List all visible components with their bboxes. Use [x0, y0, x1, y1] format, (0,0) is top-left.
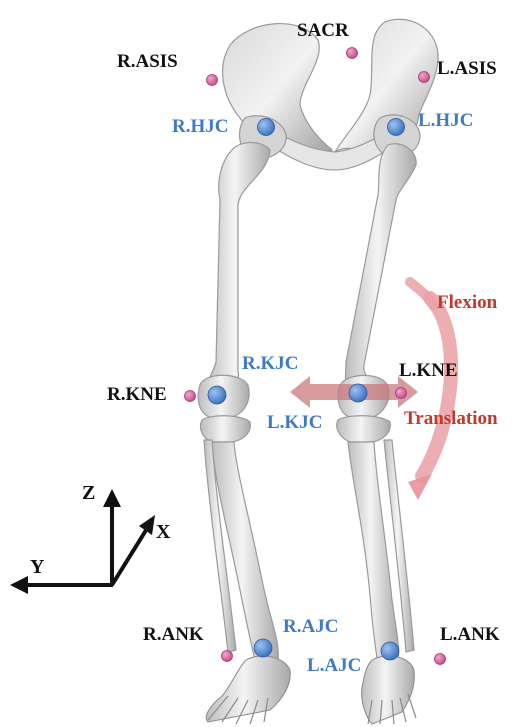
l-kne-label: L.KNE — [399, 361, 458, 380]
r-ank-label: R.ANK — [143, 625, 204, 644]
r-ajc-sphere — [254, 639, 272, 657]
right-tibia-plateau — [200, 416, 250, 442]
z-axis-arrowhead — [103, 489, 121, 507]
l-kjc-label: L.KJC — [267, 413, 322, 432]
l-ajc-sphere — [381, 642, 399, 660]
r-kjc-label: R.KJC — [242, 354, 298, 373]
r-ank-marker — [222, 651, 233, 662]
x-axis-line — [112, 527, 148, 585]
r-asis-label: R.ASIS — [117, 52, 178, 71]
y-axis-label: Y — [30, 557, 44, 577]
l-kne-marker — [396, 388, 407, 399]
l-kjc-sphere — [349, 384, 367, 402]
coordinate-axes — [10, 489, 155, 594]
r-kne-marker — [185, 391, 196, 402]
l-ank-label: L.ANK — [440, 625, 500, 644]
r-hjc-sphere — [258, 119, 275, 136]
r-kjc-sphere — [208, 386, 226, 404]
z-axis-label: Z — [82, 483, 95, 503]
l-ank-marker — [435, 654, 446, 665]
sacr-label: SACR — [297, 21, 349, 40]
r-ajc-label: R.AJC — [283, 617, 338, 636]
l-asis-label: L.ASIS — [437, 59, 497, 78]
left-tibia-plateau — [337, 416, 391, 442]
r-asis-marker — [207, 75, 218, 86]
l-hjc-label: L.HJC — [418, 111, 473, 130]
l-ajc-label: L.AJC — [307, 656, 361, 675]
sacr-marker — [347, 48, 358, 59]
right-foot — [206, 656, 290, 722]
r-kne-label: R.KNE — [107, 385, 167, 404]
y-axis-arrowhead — [10, 576, 28, 594]
l-asis-marker — [419, 72, 430, 83]
r-hjc-label: R.HJC — [172, 117, 228, 136]
femurs — [206, 143, 416, 393]
translation-label: Translation — [404, 409, 498, 428]
left-femur — [346, 144, 417, 392]
flexion-label: Flexion — [437, 293, 497, 312]
l-hjc-sphere — [388, 119, 405, 136]
x-axis-label: X — [156, 522, 170, 542]
